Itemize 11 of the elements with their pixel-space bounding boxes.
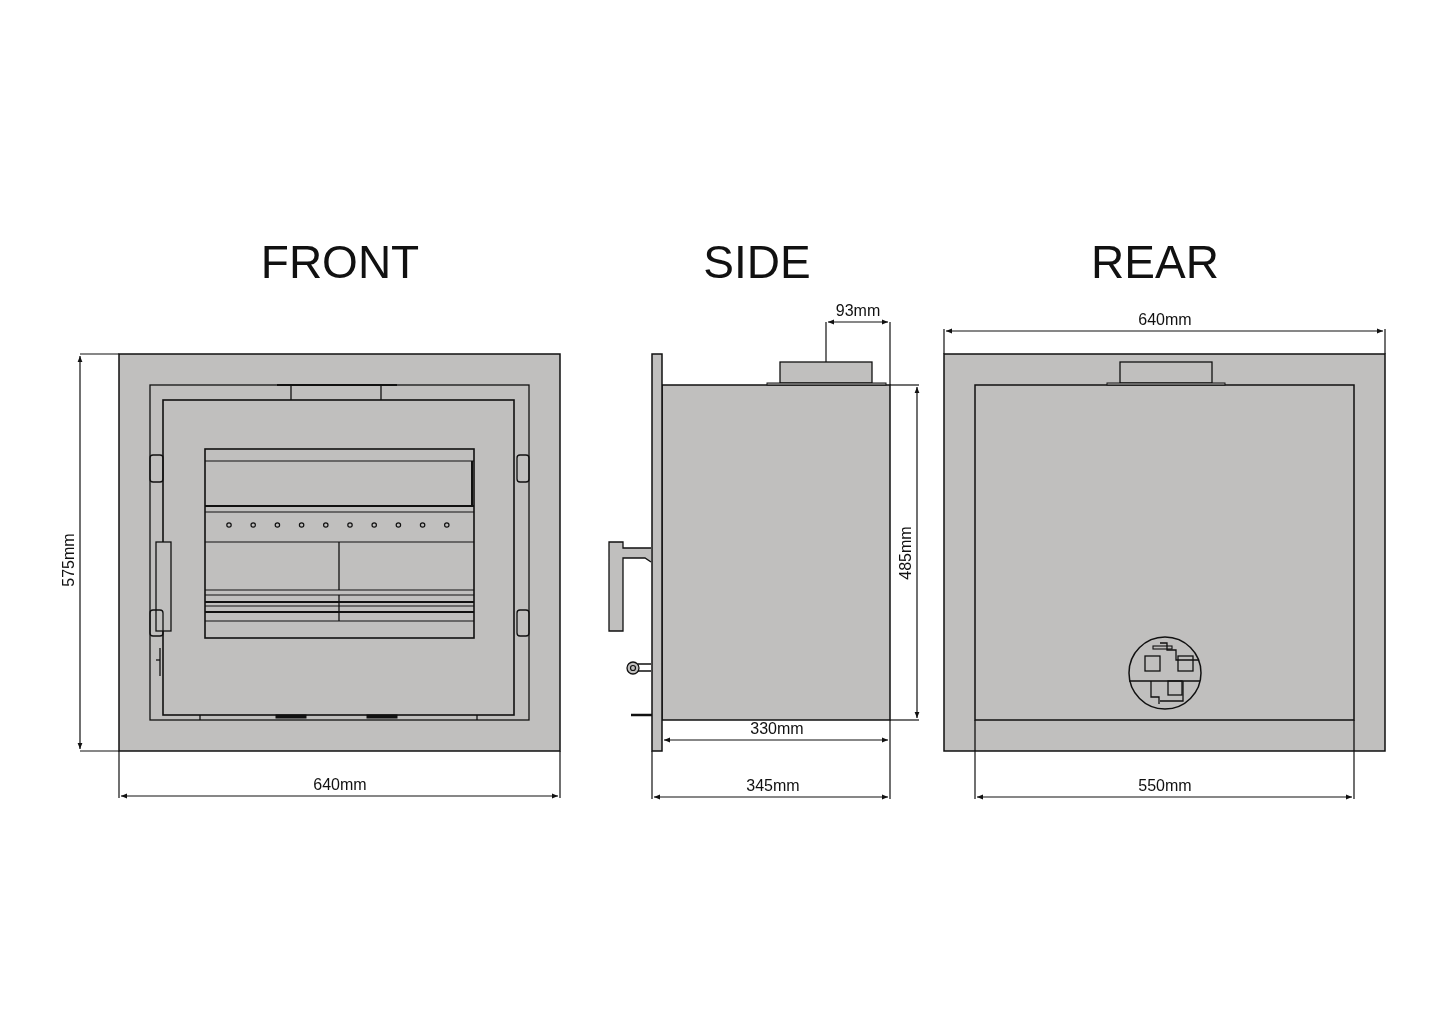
dimension-label: 93mm [835, 303, 881, 319]
view-title: FRONT [260, 239, 420, 285]
dimension-label: 345mm [746, 778, 800, 794]
dimension-label: 485mm [898, 526, 914, 580]
dimension-label: 575mm [61, 533, 77, 587]
dimension-label: 640mm [1138, 312, 1192, 328]
dimension-label: 330mm [750, 721, 804, 737]
dimension-label: 550mm [1138, 778, 1192, 794]
view-title: REAR [1091, 239, 1219, 285]
view-title: SIDE [703, 239, 811, 285]
dimension-label: 640mm [313, 777, 367, 793]
